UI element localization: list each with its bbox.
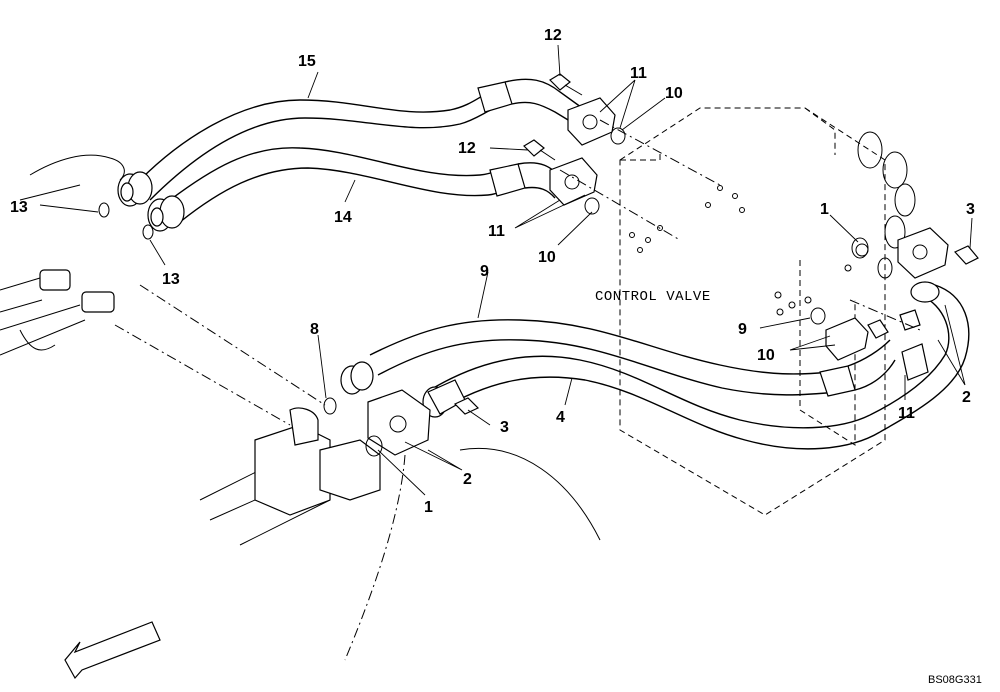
callout-13: 13 [10, 199, 28, 216]
callout-12: 12 [458, 140, 476, 157]
callout-4: 4 [556, 409, 565, 426]
leader-lines [39, 44, 973, 496]
direction-arrow [64, 621, 161, 680]
callout-13: 13 [162, 271, 180, 288]
callout-14: 14 [334, 209, 352, 226]
callout-3: 3 [500, 419, 509, 436]
flange-lower [323, 389, 480, 457]
o-rings-13 [98, 202, 154, 240]
callout-12: 12 [544, 27, 562, 44]
hose-15 [117, 78, 586, 207]
control-valve-label: CONTROL VALVE [595, 289, 711, 305]
callout-11: 11 [898, 405, 915, 422]
hose-14 [147, 147, 563, 232]
control-valve-body [619, 107, 916, 516]
callout-1: 1 [424, 499, 433, 516]
callout-3: 3 [966, 201, 975, 218]
hose-4 [422, 227, 970, 450]
centerlines [114, 119, 921, 661]
callout-9: 9 [738, 321, 747, 338]
callout-labels: 15 12 11 10 12 11 10 13 14 13 1 3 9 8 9 … [10, 27, 975, 516]
callout-15: 15 [298, 53, 316, 70]
callout-1: 1 [820, 201, 829, 218]
pump-fittings [0, 154, 381, 546]
drawing-code: BS08G331 [928, 674, 982, 686]
callout-11: 11 [488, 223, 505, 240]
flange-upper [523, 73, 626, 215]
callout-10: 10 [757, 347, 775, 364]
callout-11: 11 [630, 65, 647, 82]
callout-9: 9 [480, 263, 489, 280]
callout-10: 10 [538, 249, 556, 266]
callout-2: 2 [463, 471, 472, 488]
valve-fasteners [810, 237, 979, 339]
hose-9 [340, 317, 896, 397]
callout-8: 8 [310, 321, 319, 338]
callout-2: 2 [962, 389, 971, 406]
callout-10: 10 [665, 85, 683, 102]
